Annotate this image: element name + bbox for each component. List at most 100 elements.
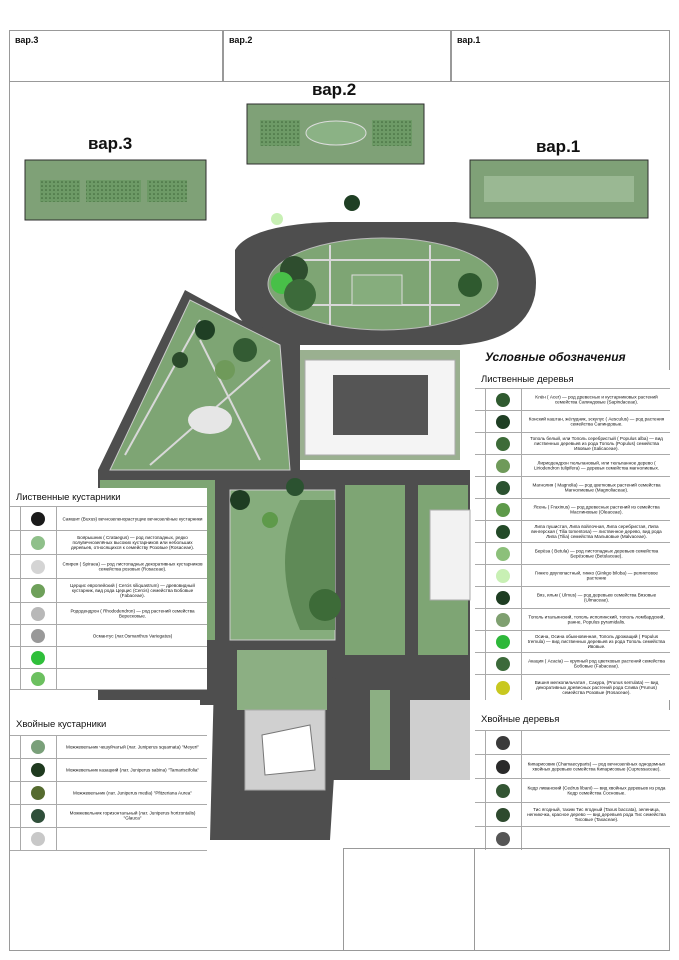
legend-symbol-icon: [31, 832, 45, 846]
legend-row: Ясень ( Fraxinus) — род древесных растен…: [475, 498, 670, 520]
variant-cell-1: вар.1: [451, 30, 670, 82]
legend-symbol-icon: [496, 590, 510, 605]
legend-row: [475, 826, 670, 850]
title-block: [343, 848, 670, 951]
legend-symbol-icon: [31, 809, 45, 823]
variant-cell-label: вар.2: [229, 35, 253, 45]
legend-symbol-icon: [496, 612, 510, 627]
legend-text: Вяз, ильм ( Ulmus) — род деревьев семейс…: [536, 592, 657, 603]
legend-symbol-icon: [496, 480, 510, 495]
legend-symbol-icon: [31, 786, 45, 800]
legend-row: Рододендрон ( Rhododendron) — род растен…: [10, 602, 207, 624]
legend-symbol-icon: [496, 634, 510, 649]
legend-text: Тис ягодный, тахим Тис ягодный (Taxus ba…: [527, 806, 666, 823]
conifer-trees-title: Хвойные деревья: [481, 714, 560, 725]
legend-text: Конский каштан, жёлудник, эскулус ( Aesc…: [528, 416, 665, 427]
legend-row: Тополь белый, или Тополь серебристый ( P…: [475, 432, 670, 454]
legend-row: Тополь итальянский, тополь исполинский, …: [475, 608, 670, 630]
legend-row: Осина, Осина обыкновенная, Тополь дрожащ…: [475, 630, 670, 652]
deciduous-trees-legend: Лиственные деревья Клён ( Acer) — род др…: [475, 370, 670, 700]
legend-symbol-icon: [496, 568, 510, 583]
tree-canopies: [172, 195, 482, 621]
legend-text: Вишня мелкопильчатая , Сакура, (Prunus s…: [534, 679, 659, 696]
legend-row: Можжевельник казацкий (лат. Juniperus sa…: [10, 758, 207, 781]
legend-row: Османтус (лат.Osmanthus Variegatus): [10, 624, 207, 646]
legend-row: Магнолия ( Magnolia) — род цветковых рас…: [475, 476, 670, 498]
legend-symbol-icon: [496, 502, 510, 517]
top-park: [267, 237, 499, 331]
legend-symbol-icon: [31, 535, 45, 550]
legend-symbol-icon: [31, 650, 45, 665]
conifer-shrubs-legend: Хвойные кустарники Можжевельник чешуйчат…: [10, 715, 207, 853]
legend-text: Можжевельник (лат. Juniperus media) "Pfi…: [73, 790, 192, 796]
legend-row: [10, 827, 207, 851]
legend-row: Самшит (Buxus) вечнозеленорастущие вечно…: [10, 506, 207, 530]
legend-symbol-icon: [496, 436, 510, 451]
variant-strip-1: [469, 159, 649, 219]
legend-text: Клён ( Acer) — род древесных и кустарник…: [535, 394, 658, 405]
legend-text: Можжевельник казацкий (лат. Juniperus sa…: [65, 767, 200, 773]
legend-symbol-icon: [496, 807, 510, 822]
legend-text: Берёза ( Betula) — род листопадных дерев…: [534, 548, 659, 559]
legend-text: Можжевельник чешуйчатый (лат. Juniperus …: [66, 744, 199, 750]
legend-symbol-icon: [496, 546, 510, 561]
legend-text: Боярышник ( Crataegus) — род листопадных…: [70, 534, 195, 551]
legend-row: Кедр ливанский (Cedrus libani) — вид хво…: [475, 778, 670, 802]
legend-text: Тополь белый, или Тополь серебристый ( P…: [530, 435, 663, 452]
legend-row: Можжевельник чешуйчатый (лат. Juniperus …: [10, 735, 207, 758]
legend-row: [10, 646, 207, 668]
variant-cell-label: вар.3: [15, 35, 39, 45]
legend-text: Кипарисовик (Chamaecyparis) — род вечноз…: [527, 761, 666, 772]
legend-row: [10, 668, 207, 690]
legend-row: Вишня мелкопильчатая , Сакура, (Prunus s…: [475, 674, 670, 700]
legend-symbol-icon: [496, 831, 510, 846]
legend-row: Клён ( Acer) — род древесных и кустарник…: [475, 388, 670, 410]
legend-text: Самшит (Buxus) вечнозеленорастущие вечно…: [62, 515, 203, 521]
legend-row: Боярышник ( Crataegus) — род листопадных…: [10, 530, 207, 554]
legend-symbol-icon: [31, 672, 45, 686]
legend-symbol-icon: [31, 606, 45, 621]
legend-text: Церцис европейский ( Cercis siliquastrum…: [70, 582, 195, 599]
legend-text: Лириодендрон тюльпановый, или тюльпанное…: [533, 460, 660, 471]
legend-symbol-icon: [31, 740, 45, 754]
legend-text: Липа пушистая, Липа войлочная, Липа сере…: [531, 523, 662, 540]
legend-symbol-icon: [31, 559, 45, 574]
legend-symbol-icon: [496, 458, 510, 473]
legend-text: Спирея ( Spiraea) — род листопадных деко…: [62, 561, 203, 572]
lower-block: [237, 509, 471, 791]
legend-symbol-icon: [31, 511, 45, 526]
legend-text: Ясень ( Fraxinus) — род древесных растен…: [533, 504, 660, 515]
legend-text: Османтус (лат.Osmanthus Variegatus): [92, 632, 173, 638]
legend-symbol-icon: [31, 583, 45, 598]
legend-row: Спирея ( Spiraea) — род листопадных деко…: [10, 554, 207, 578]
legend-title: Условные обозначения: [485, 350, 626, 364]
variant-label-3: вар.3: [88, 134, 133, 153]
legend-symbol-icon: [496, 735, 510, 750]
legend-symbol-icon: [496, 656, 510, 671]
legend-text: Гинкго двулопастный, гинко (Ginkgo bilob…: [535, 570, 658, 581]
legend-row: Берёза ( Betula) — род листопадных дерев…: [475, 542, 670, 564]
legend-text: Тополь итальянский, тополь исполинский, …: [528, 614, 665, 625]
legend-row: Гинкго двулопастный, гинко (Ginkgo bilob…: [475, 564, 670, 586]
legend-row: [475, 730, 670, 754]
legend-symbol-icon: [31, 763, 45, 777]
conifer-trees-legend: Хвойные деревья Кипарисовик (Chamaecypar…: [475, 710, 670, 850]
legend-row: Вяз, ильм ( Ulmus) — род деревьев семейс…: [475, 586, 670, 608]
legend-symbol-icon: [496, 414, 510, 429]
central-building: [300, 350, 460, 460]
legend-row: Можжевельник (лат. Juniperus media) "Pfi…: [10, 781, 207, 804]
variant-strip-2: [246, 103, 425, 165]
deciduous-shrubs-legend: Лиственные кустарники Самшит (Buxus) веч…: [10, 488, 207, 690]
legend-row: Можжевельник горизонтальный (лат. Junipe…: [10, 804, 207, 827]
legend-text: Магнолия ( Magnolia) — род цветковых рас…: [532, 482, 661, 493]
variant-label-1: вар.1: [536, 137, 581, 156]
legend-row: Церцис европейский ( Cercis siliquastrum…: [10, 578, 207, 602]
legend-row: Кипарисовик (Chamaecyparis) — род вечноз…: [475, 754, 670, 778]
legend-row: Конский каштан, жёлудник, эскулус ( Aesc…: [475, 410, 670, 432]
conifer-shrubs-title: Хвойные кустарники: [16, 719, 107, 730]
deciduous-shrubs-title: Лиственные кустарники: [16, 492, 121, 503]
legend-symbol-icon: [496, 680, 510, 695]
legend-row: Акация ( Acacia) — крупный род цветковых…: [475, 652, 670, 674]
legend-row: Липа пушистая, Липа войлочная, Липа сере…: [475, 520, 670, 542]
legend-symbol-icon: [496, 392, 510, 407]
